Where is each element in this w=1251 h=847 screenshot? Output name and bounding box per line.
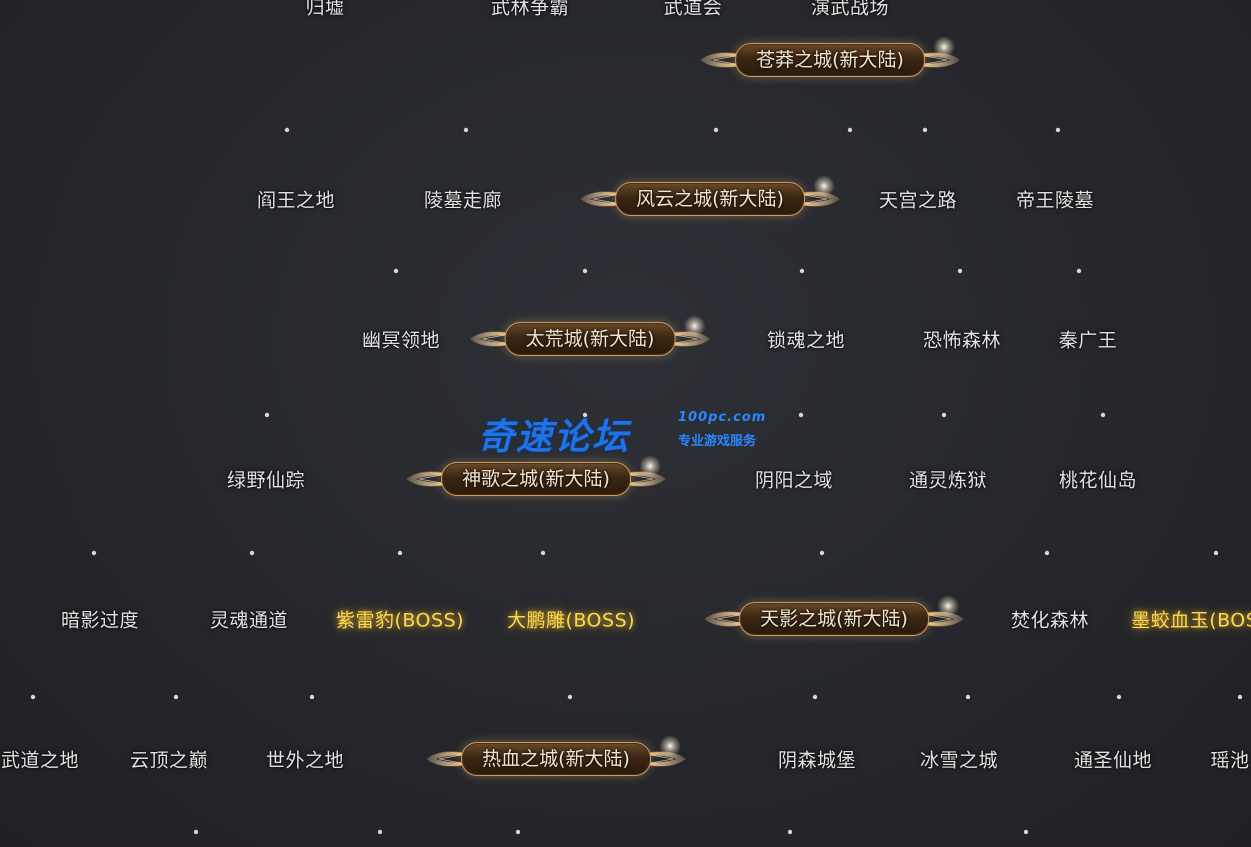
boss-node[interactable]: 墨蛟血玉(BOSS) — [1131, 609, 1251, 632]
map-node[interactable]: 天宫之路 — [878, 189, 958, 212]
forum-logo-slogan: 专业游戏服务 — [678, 434, 757, 449]
sparkle — [713, 127, 719, 133]
map-node[interactable]: 绿野仙踪 — [226, 469, 306, 492]
map-node[interactable]: 灵魂通道 — [209, 609, 289, 632]
forum-logo: 奇速论坛 100pc.com 专业游戏服务 — [478, 408, 778, 458]
sparkle — [91, 550, 97, 556]
sparkle-icon — [812, 175, 835, 197]
map-node[interactable]: 桃花仙岛 — [1058, 469, 1138, 492]
city-node-label: 风云之城(新大陆) — [615, 182, 805, 216]
boss-node[interactable]: 大鹏雕(BOSS) — [506, 609, 636, 632]
map-node[interactable]: 通圣仙地 — [1073, 749, 1153, 772]
city-node[interactable]: 神歌之城(新大陆) — [406, 455, 666, 497]
sparkle — [847, 127, 853, 133]
map-node[interactable]: 世外之地 — [265, 749, 345, 772]
sparkle — [787, 829, 793, 835]
sparkle — [582, 268, 588, 274]
sparkle — [1023, 829, 1029, 835]
sparkle — [173, 694, 179, 700]
map-node[interactable]: 武道会 — [663, 0, 723, 19]
map-node[interactable]: 锁魂之地 — [766, 329, 846, 352]
sparkle — [567, 694, 573, 700]
sparkle — [193, 829, 199, 835]
city-node-label: 天影之城(新大陆) — [739, 602, 929, 636]
sparkle — [249, 550, 255, 556]
map-node[interactable]: 通灵炼狱 — [908, 469, 988, 492]
city-node[interactable]: 热血之城(新大陆) — [426, 735, 686, 777]
map-node[interactable]: 暗影过度 — [60, 609, 140, 632]
map-node[interactable]: 帝王陵墓 — [1015, 189, 1095, 212]
map-node[interactable]: 阴阳之域 — [754, 469, 834, 492]
sparkle — [284, 127, 290, 133]
map-node[interactable]: 武林争霸 — [490, 0, 570, 19]
sparkle-icon — [658, 735, 681, 757]
sparkle — [922, 127, 928, 133]
sparkle — [1237, 694, 1243, 700]
map-node[interactable]: 武道之地 — [0, 749, 80, 772]
sparkle — [582, 412, 588, 418]
forum-logo-domain: 100pc.com — [678, 410, 767, 425]
boss-node[interactable]: 紫雷豹(BOSS) — [335, 609, 465, 632]
sparkle — [309, 694, 315, 700]
sparkle — [798, 412, 804, 418]
map-node[interactable]: 云顶之巅 — [129, 749, 209, 772]
sparkle — [264, 412, 270, 418]
sparkle — [1055, 127, 1061, 133]
sparkle — [1116, 694, 1122, 700]
city-node[interactable]: 天影之城(新大陆) — [704, 595, 964, 637]
map-node[interactable]: 阴森城堡 — [777, 749, 857, 772]
city-node[interactable]: 风云之城(新大陆) — [580, 175, 840, 217]
sparkle — [1100, 412, 1106, 418]
sparkle — [1044, 550, 1050, 556]
sparkle — [1213, 550, 1219, 556]
sparkle — [812, 694, 818, 700]
map-node[interactable]: 演武战场 — [810, 0, 890, 19]
city-node-label: 太荒城(新大陆) — [504, 322, 676, 356]
sparkle — [1076, 268, 1082, 274]
sparkle — [540, 550, 546, 556]
sparkle — [799, 268, 805, 274]
map-node[interactable]: 秦广王 — [1058, 329, 1118, 352]
sparkle — [515, 829, 521, 835]
sparkle — [397, 550, 403, 556]
sparkle — [957, 268, 963, 274]
sparkle — [965, 694, 971, 700]
city-node[interactable]: 太荒城(新大陆) — [470, 315, 710, 357]
map-node[interactable]: 焚化森林 — [1010, 609, 1090, 632]
map-node[interactable]: 陵墓走廊 — [423, 189, 503, 212]
sparkle — [393, 268, 399, 274]
sparkle-icon — [638, 455, 661, 477]
sparkle-icon — [936, 595, 959, 617]
city-node-label: 热血之城(新大陆) — [461, 742, 651, 776]
map-node[interactable]: 冰雪之城 — [919, 749, 999, 772]
city-node[interactable]: 苍莽之城(新大陆) — [700, 36, 960, 78]
city-node-label: 苍莽之城(新大陆) — [735, 43, 925, 77]
sparkle — [30, 694, 36, 700]
forum-logo-name: 奇速论坛 — [478, 417, 631, 458]
sparkle-icon — [932, 36, 955, 58]
city-node-label: 神歌之城(新大陆) — [441, 462, 631, 496]
sparkle-icon — [683, 315, 706, 337]
sparkle — [377, 829, 383, 835]
map-node[interactable]: 归墟 — [305, 0, 345, 19]
map-node[interactable]: 恐怖森林 — [922, 329, 1002, 352]
map-node[interactable]: 阎王之地 — [256, 189, 336, 212]
sparkle — [463, 127, 469, 133]
map-node[interactable]: 幽冥领地 — [361, 329, 441, 352]
sparkle — [941, 412, 947, 418]
map-node[interactable]: 瑶池 — [1210, 749, 1250, 772]
sparkle — [819, 550, 825, 556]
